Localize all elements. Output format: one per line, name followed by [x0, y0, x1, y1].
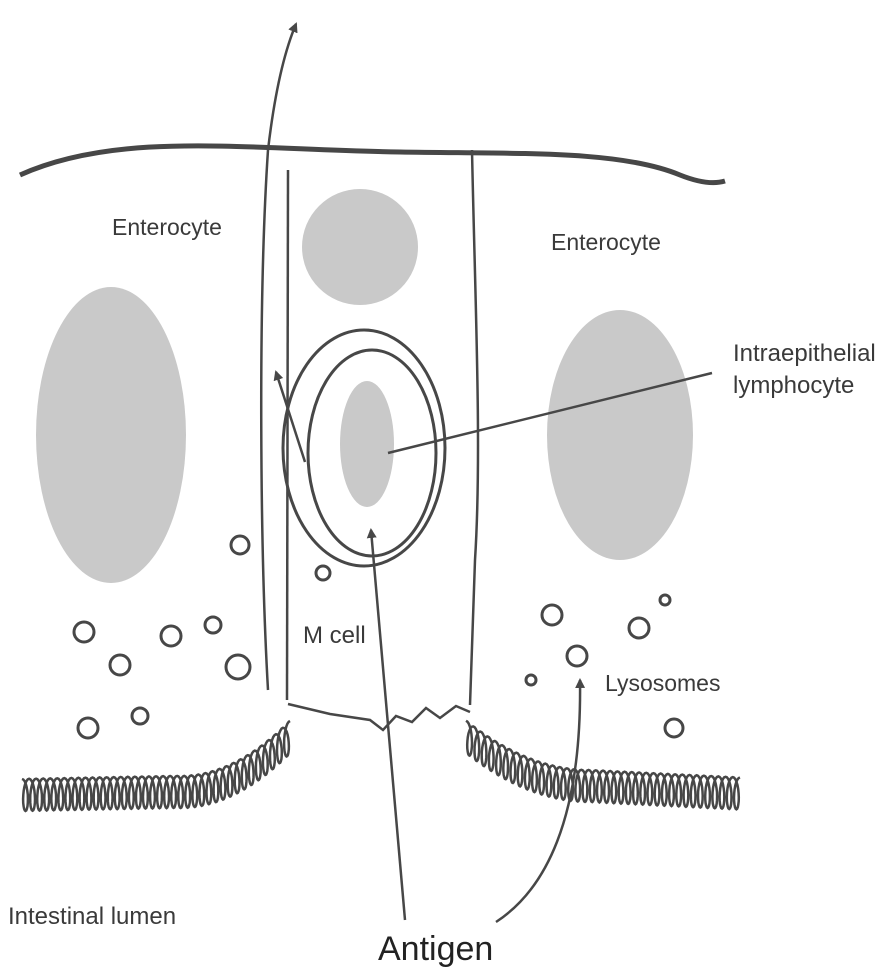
- m-cell-apical-border: [288, 704, 470, 730]
- vesicle: [132, 708, 148, 724]
- label-intestinal-lumen: Intestinal lumen: [8, 903, 176, 931]
- vesicle: [660, 595, 670, 605]
- right-microvilli: [466, 721, 740, 810]
- left-enterocyte-nucleus: [36, 287, 186, 583]
- label-enterocyte-left: Enterocyte: [112, 214, 222, 241]
- left-microvilli: [22, 721, 290, 811]
- label-intraepithelial: Intraepithelial: [733, 340, 876, 368]
- right-enterocyte-nucleus: [547, 310, 693, 560]
- label-m-cell: M cell: [303, 622, 366, 650]
- vesicle: [567, 646, 587, 666]
- vesicle: [161, 626, 181, 646]
- m-cell-left-wall: [287, 170, 288, 700]
- vesicle: [226, 655, 250, 679]
- label-lymphocyte: lymphocyte: [733, 372, 854, 400]
- label-enterocyte-right: Enterocyte: [551, 229, 661, 256]
- m-cell-nucleus: [302, 189, 418, 305]
- antigen-to-lysosome-arrow: [496, 680, 580, 922]
- vesicle: [74, 622, 94, 642]
- vesicle: [78, 718, 98, 738]
- vesicle: [629, 618, 649, 638]
- exit-arrow: [276, 372, 305, 462]
- lysosome-vesicles: [74, 536, 683, 738]
- vesicle: [665, 719, 683, 737]
- basal-membrane: [20, 146, 725, 183]
- vesicle: [231, 536, 249, 554]
- label-lysosomes: Lysosomes: [605, 670, 720, 697]
- vesicle: [316, 566, 330, 580]
- m-cell-right-wall: [470, 150, 478, 705]
- vesicle: [205, 617, 221, 633]
- transcytosis-arrow: [261, 24, 296, 690]
- vesicle: [542, 605, 562, 625]
- label-antigen: Antigen: [378, 930, 493, 969]
- vesicle: [526, 675, 536, 685]
- vesicle: [110, 655, 130, 675]
- lymphocyte-nucleus: [340, 381, 394, 507]
